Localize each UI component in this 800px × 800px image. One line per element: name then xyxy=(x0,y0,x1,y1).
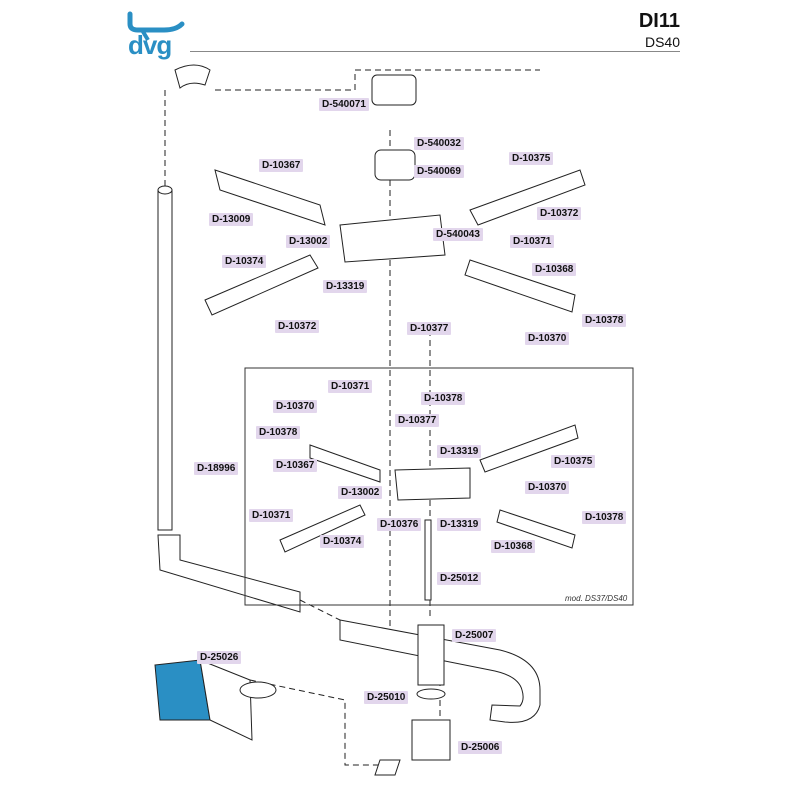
part-tag[interactable]: D-10367 xyxy=(259,159,304,172)
part-tag[interactable]: D-10376 xyxy=(377,518,422,531)
part-tag[interactable]: D-10371 xyxy=(328,380,373,393)
lower-pipe-assembly xyxy=(411,624,451,761)
part-tag[interactable]: D-10378 xyxy=(582,511,627,524)
part-tag[interactable]: D-13009 xyxy=(209,213,254,226)
part-tag[interactable]: D-10378 xyxy=(582,314,627,327)
part-tag[interactable]: D-10368 xyxy=(532,263,577,276)
part-tag[interactable]: D-10375 xyxy=(551,455,596,468)
upper-spray-arm-left xyxy=(204,169,326,316)
part-tag[interactable]: D-10370 xyxy=(273,400,318,413)
model-title: DI11 xyxy=(638,10,680,32)
model-subtitle: DS40 xyxy=(644,34,680,50)
upper-spray-arm-right xyxy=(464,169,586,313)
part-tag[interactable]: D-540071 xyxy=(319,98,369,111)
part-tag[interactable]: D-10374 xyxy=(222,255,267,268)
dvg-logo-icon xyxy=(127,11,185,42)
dashed-guide-line xyxy=(249,679,390,766)
part-tag[interactable]: D-10371 xyxy=(249,509,294,522)
part-tag[interactable]: D-13319 xyxy=(437,445,482,458)
part-tag[interactable]: D-10368 xyxy=(491,540,536,553)
part-tag[interactable]: D-10372 xyxy=(537,207,582,220)
part-tag[interactable]: D-10377 xyxy=(395,414,440,427)
brand-wordmark: dvg xyxy=(128,30,172,60)
part-tag[interactable]: D-13319 xyxy=(437,518,482,531)
part-tag[interactable]: D-10378 xyxy=(421,392,466,405)
part-tag[interactable]: D-18996 xyxy=(194,462,239,475)
part-tag[interactable]: D-10367 xyxy=(273,459,318,472)
part-tag[interactable]: D-10374 xyxy=(320,535,365,548)
part-tag[interactable]: D-25010 xyxy=(364,691,409,704)
upper-hub xyxy=(339,74,446,263)
part-tag[interactable]: D-10375 xyxy=(509,152,554,165)
part-tag[interactable]: D-10378 xyxy=(256,426,301,439)
dashed-guide-line xyxy=(215,69,540,91)
header-rule xyxy=(190,51,680,52)
part-tag[interactable]: D-25006 xyxy=(458,741,503,754)
part-tag[interactable]: D-25007 xyxy=(452,629,497,642)
part-tag[interactable]: D-13002 xyxy=(286,235,331,248)
part-tag[interactable]: D-25026 xyxy=(197,651,242,664)
part-tag[interactable]: D-540032 xyxy=(414,137,464,150)
pump-body xyxy=(154,659,277,741)
variant-note: mod. DS37/DS40 xyxy=(565,594,628,603)
part-tag[interactable]: D-10377 xyxy=(407,322,452,335)
part-tag[interactable]: D-13319 xyxy=(323,280,368,293)
part-tag[interactable]: D-13002 xyxy=(338,486,383,499)
part-tag[interactable]: D-10370 xyxy=(525,332,570,345)
variant-inset-frame xyxy=(244,367,634,606)
part-tag[interactable]: D-25012 xyxy=(437,572,482,585)
part-tag[interactable]: D-540069 xyxy=(414,165,464,178)
lower-arm-assembly xyxy=(279,424,579,601)
part-tag[interactable]: D-10372 xyxy=(275,320,320,333)
part-tag[interactable]: D-10370 xyxy=(525,481,570,494)
bottom-pipe xyxy=(157,534,541,776)
part-tag[interactable]: D-540043 xyxy=(433,228,483,241)
dashed-guide-line xyxy=(299,599,341,621)
part-tag[interactable]: D-10371 xyxy=(510,235,555,248)
left-hose xyxy=(157,64,211,531)
